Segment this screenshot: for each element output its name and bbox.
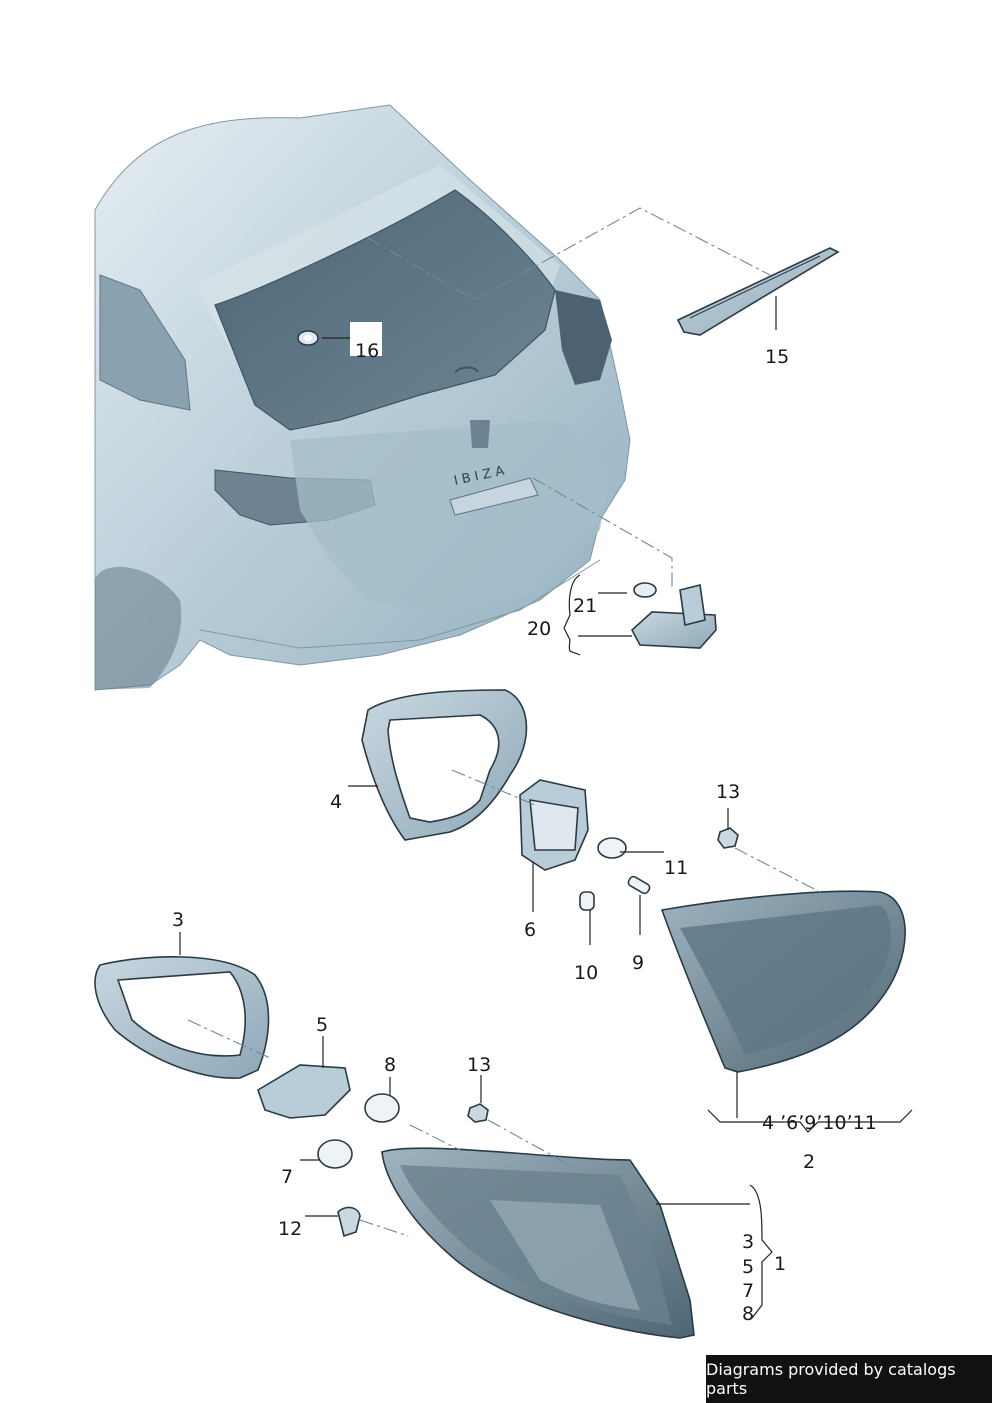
label-group-2: 4 ʼ6ʼ9ʼ10ʼ11	[762, 1112, 877, 1134]
gasket-part-3	[94, 956, 270, 1079]
bulb-part-8	[364, 1093, 400, 1123]
nut-part-13-upper	[717, 827, 739, 849]
label-8-upper: 8	[384, 1054, 396, 1076]
label-13-lower: 13	[467, 1054, 491, 1076]
label-8-lower: 8	[742, 1303, 754, 1325]
bulb-holder-part-5	[257, 1064, 351, 1119]
inner-tail-lamp-part-2	[660, 890, 906, 1073]
rear-window	[214, 189, 556, 431]
label-4: 4	[330, 791, 342, 813]
clip-part-12	[337, 1206, 361, 1238]
label-16: 16	[355, 340, 379, 362]
nut-part-13-lower	[467, 1103, 489, 1123]
clip-part-16	[297, 322, 382, 356]
label-3-lower: 3	[742, 1231, 754, 1253]
bulb-part-10	[579, 891, 595, 911]
bulb-holder-part-6	[519, 779, 589, 871]
label-21: 21	[573, 595, 597, 617]
bulb-part-9	[627, 875, 651, 895]
label-5-lower: 5	[742, 1256, 754, 1278]
label-9: 9	[632, 952, 644, 974]
car-rear-illustration: I B I Z A	[94, 104, 631, 691]
callout-labels: 15 16 21 20 4 13 11 6 9 10 3 5 8 13 4 ʼ6…	[172, 340, 877, 1325]
credit-banner: Diagrams provided by catalogs parts	[706, 1355, 992, 1403]
label-13-upper: 13	[716, 781, 740, 803]
label-10: 10	[574, 962, 598, 984]
label-5-upper: 5	[316, 1014, 328, 1036]
label-2: 2	[803, 1151, 815, 1173]
label-1: 1	[774, 1253, 786, 1275]
projection-lines	[187, 207, 821, 1237]
credit-text: Diagrams provided by catalogs parts	[706, 1360, 956, 1398]
bulb-part-11	[597, 837, 627, 859]
third-brake-light	[676, 247, 840, 336]
label-15: 15	[765, 346, 789, 368]
label-7-upper: 7	[281, 1166, 293, 1188]
label-20: 20	[527, 618, 551, 640]
label-11: 11	[664, 857, 688, 879]
label-7-lower: 7	[742, 1280, 754, 1302]
label-12: 12	[278, 1218, 302, 1240]
gasket-part-4	[361, 689, 528, 841]
label-3-upper: 3	[172, 909, 184, 931]
licence-plate-lamp	[630, 582, 717, 649]
bulb-part-7	[317, 1139, 353, 1169]
outer-tail-lamp-part-1	[381, 1147, 695, 1339]
label-6: 6	[524, 919, 536, 941]
leader-lines	[179, 296, 913, 1319]
